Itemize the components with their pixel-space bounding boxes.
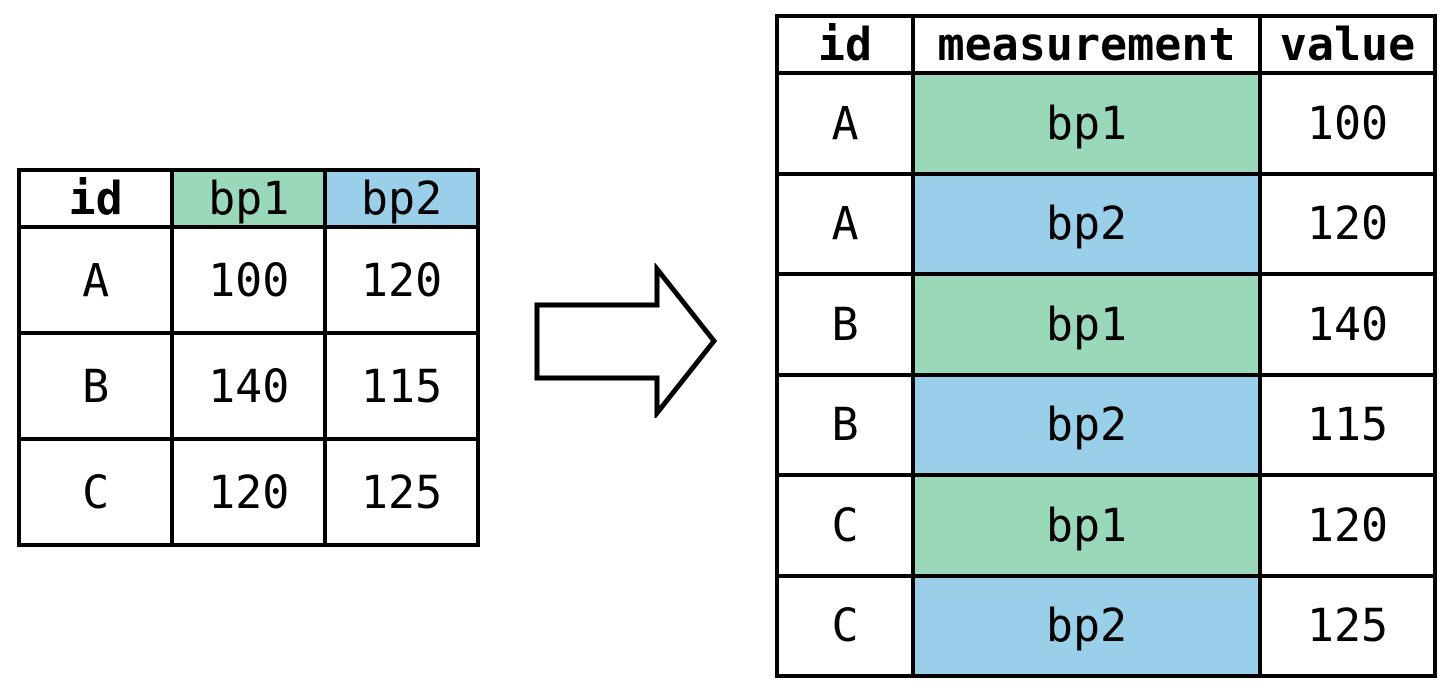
long-table-cell-value: 140 <box>1258 272 1437 377</box>
wide-table-cell: C <box>16 437 175 547</box>
wide-table-header-bp2: bp2 <box>323 168 480 229</box>
wide-table-cell: 140 <box>170 331 328 441</box>
wide-table-cell: 125 <box>323 437 480 547</box>
long-table-cell-value: 100 <box>1258 71 1437 176</box>
wide-table-cell: B <box>16 331 175 441</box>
wide-table-cell: 115 <box>323 331 480 441</box>
wide-table-cell: 120 <box>170 437 328 547</box>
long-table-cell-id: C <box>775 473 915 578</box>
long-table-cell-measurement: bp2 <box>911 171 1262 276</box>
long-table-cell-value: 120 <box>1258 473 1437 578</box>
long-table-cell-id: C <box>775 573 915 678</box>
long-table-cell-measurement: bp2 <box>911 573 1262 678</box>
wide-table-cell: A <box>16 225 175 335</box>
long-table-cell-measurement: bp1 <box>911 473 1262 578</box>
long-table-cell-measurement: bp2 <box>911 372 1262 477</box>
long-table-cell-id: B <box>775 372 915 477</box>
wide-table-header-id: id <box>16 168 175 229</box>
long-table-cell-measurement: bp1 <box>911 71 1262 176</box>
arrow-shape <box>534 263 718 418</box>
long-table-cell-id: A <box>775 71 915 176</box>
transform-arrow-icon <box>534 263 718 418</box>
wide-table-cell: 100 <box>170 225 328 335</box>
long-table-cell-value: 125 <box>1258 573 1437 678</box>
wide-table-cell: 120 <box>323 225 480 335</box>
long-table-header-value: value <box>1258 14 1437 75</box>
long-table-cell-value: 120 <box>1258 171 1437 276</box>
long-table-cell-id: B <box>775 272 915 377</box>
long-table-header-id: id <box>775 14 915 75</box>
long-table-cell-id: A <box>775 171 915 276</box>
wide-table-header-bp1: bp1 <box>170 168 328 229</box>
long-table-cell-value: 115 <box>1258 372 1437 477</box>
long-table-header-measurement: measurement <box>911 14 1262 75</box>
long-table-cell-measurement: bp1 <box>911 272 1262 377</box>
